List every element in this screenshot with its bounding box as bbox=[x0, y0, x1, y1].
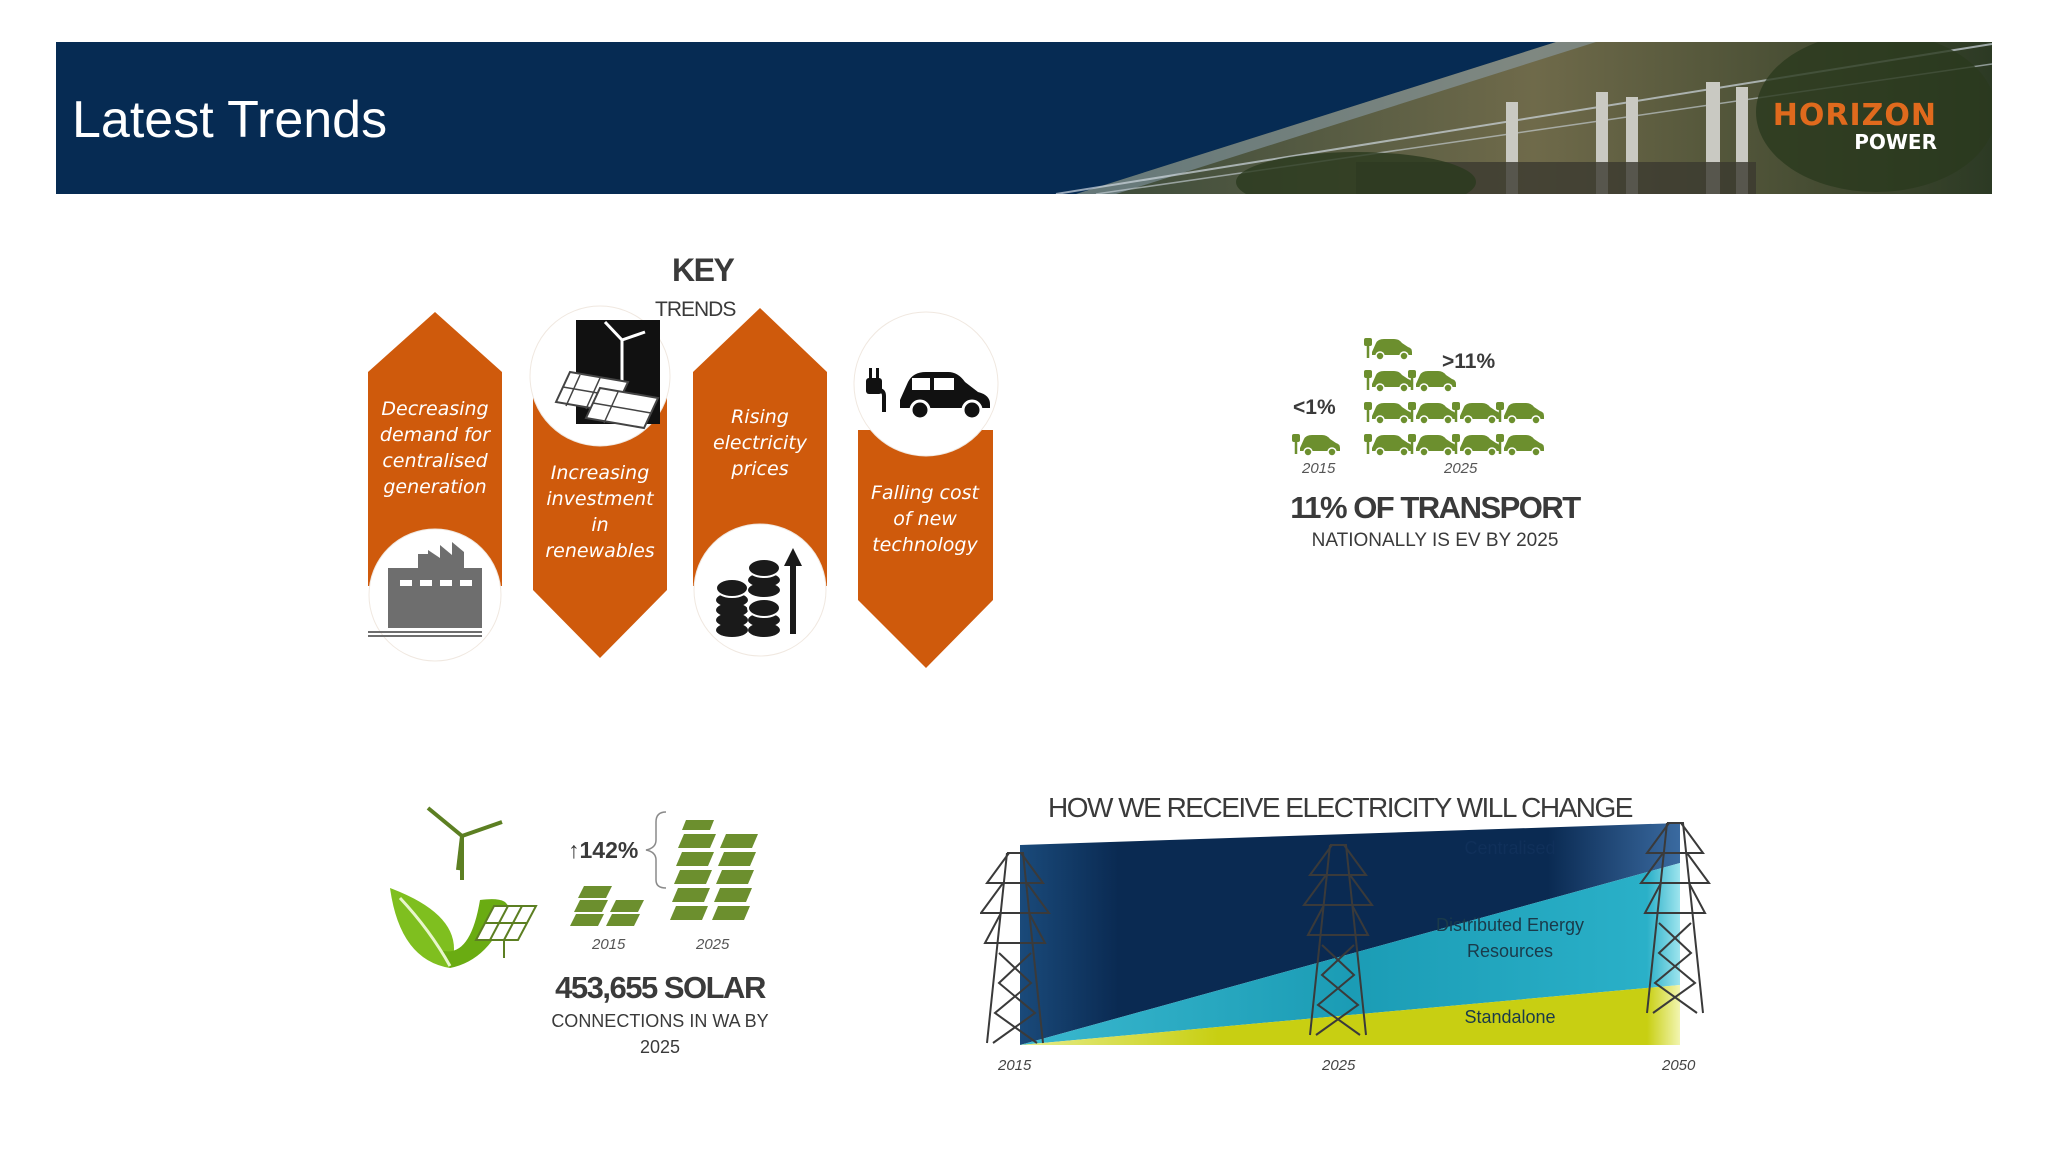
solar-year-2015: 2015 bbox=[592, 936, 626, 953]
solar-panels-2025 bbox=[670, 820, 758, 920]
page-title: Latest Trends bbox=[72, 91, 388, 149]
band-label-der: Distributed Energy Resources bbox=[1435, 915, 1585, 961]
ev-subtext: NATIONALLY IS EV BY 2025 bbox=[1311, 530, 1559, 551]
key-trends-title: KEY bbox=[672, 252, 735, 288]
trend-shape-3 bbox=[693, 308, 827, 586]
solar-growth-label: ↑142% bbox=[568, 837, 639, 863]
trend-text-1: Decreasing demand for centralised genera… bbox=[379, 398, 491, 498]
ev-car-icon bbox=[1450, 400, 1502, 426]
solar-panel-icon bbox=[474, 905, 538, 958]
company-logo-name: HORIZON bbox=[1772, 98, 1937, 133]
chart-year-2015: 2015 bbox=[998, 1057, 1032, 1074]
solar-headline: 453,655 SOLAR bbox=[555, 970, 766, 1005]
ev-2015-share: <1% bbox=[1293, 396, 1336, 419]
header-banner: Latest Trends HORIZON POWER bbox=[56, 42, 1992, 194]
ev-car-icon bbox=[1290, 432, 1342, 458]
ev-headline: 11% OF TRANSPORT bbox=[1290, 490, 1581, 525]
band-der bbox=[1020, 863, 1680, 1045]
wind-turbine-icon bbox=[426, 806, 503, 880]
ev-2025-share: >11% bbox=[1442, 350, 1496, 373]
banner-photo bbox=[1055, 42, 1992, 194]
ev-car-icon bbox=[1494, 400, 1546, 426]
ev-year-2015: 2015 bbox=[1302, 460, 1336, 477]
electricity-change-title: HOW WE RECEIVE ELECTRICITY WILL CHANGE bbox=[1048, 792, 1633, 823]
wind-solar-icon bbox=[554, 320, 660, 430]
ev-car-icon bbox=[1406, 400, 1458, 426]
chart-year-2025: 2025 bbox=[1322, 1057, 1356, 1074]
ev-car-icon bbox=[1494, 432, 1546, 458]
ev-car-icon bbox=[1362, 336, 1414, 362]
company-logo-sub: POWER bbox=[1854, 130, 1937, 154]
solar-year-2025: 2025 bbox=[696, 936, 730, 953]
key-trends-subtitle: TRENDS bbox=[655, 298, 736, 321]
solar-graphic bbox=[390, 806, 758, 968]
coins-up-icon bbox=[715, 548, 802, 637]
electric-car-icon bbox=[866, 368, 990, 421]
factory-icon bbox=[368, 542, 482, 637]
solar-panels-2015 bbox=[570, 886, 644, 926]
ev-year-2025: 2025 bbox=[1444, 460, 1478, 477]
trend-shape-2 bbox=[533, 378, 667, 658]
trend-shape-1 bbox=[368, 312, 502, 586]
band-label-standalone: Standalone bbox=[1464, 1007, 1556, 1027]
ev-car-icon bbox=[1362, 368, 1414, 394]
solar-subtext: CONNECTIONS IN WA BY 2025 bbox=[551, 1011, 769, 1057]
ev-growth-graphic bbox=[1290, 336, 1546, 458]
trend-text-4: Falling cost of new technology bbox=[871, 482, 979, 556]
ev-car-icon bbox=[1362, 432, 1414, 458]
trend-shape-4 bbox=[858, 430, 993, 668]
band-label-centralised: Centralised bbox=[1464, 838, 1556, 858]
ev-car-icon bbox=[1406, 432, 1458, 458]
trend-text-3: Rising electricity prices bbox=[712, 406, 808, 480]
ev-car-icon bbox=[1450, 432, 1502, 458]
electricity-change-chart bbox=[980, 822, 1710, 1045]
key-trends-graphic bbox=[368, 305, 999, 668]
band-standalone bbox=[1020, 985, 1680, 1045]
chart-year-2050: 2050 bbox=[1662, 1057, 1696, 1074]
trend-text-2: Increasing investment in renewables bbox=[545, 462, 655, 562]
ev-car-icon bbox=[1362, 400, 1414, 426]
